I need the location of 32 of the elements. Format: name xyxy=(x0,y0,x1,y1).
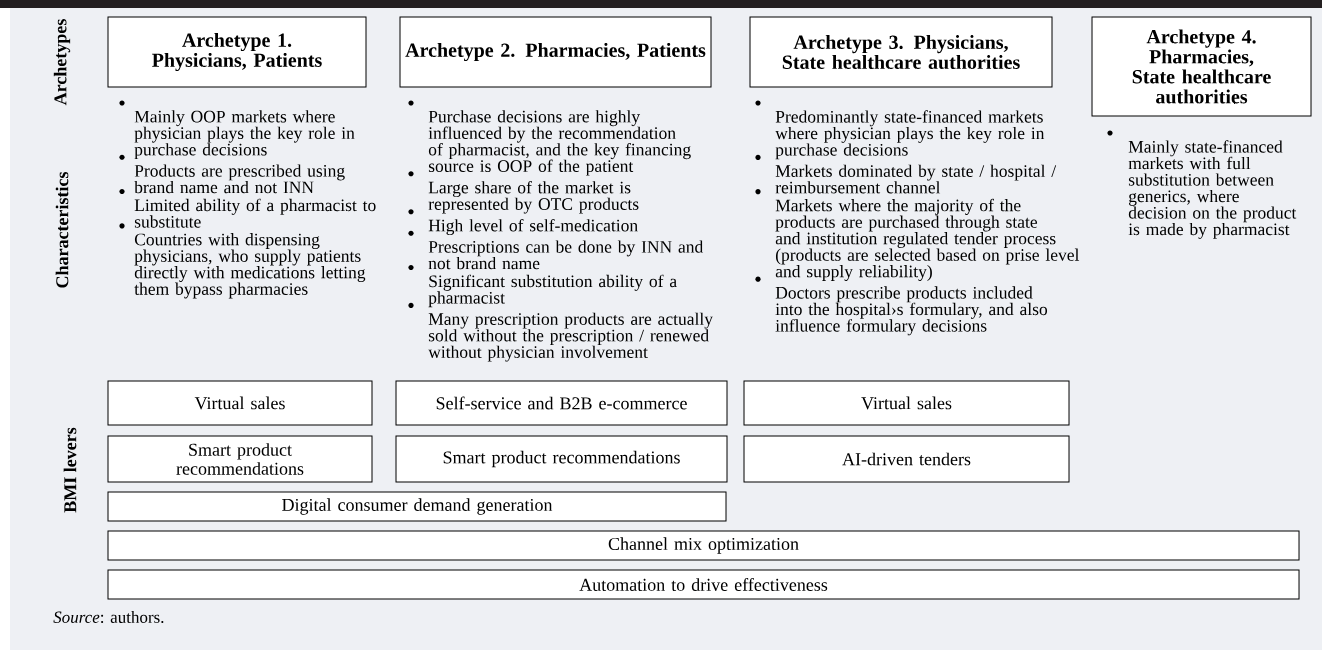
archetype-box: Archetype 1. Physicians, Patients xyxy=(107,16,367,88)
bullet-point: Predominantly state-financed markets where physician plays the key role in purchase decisions xyxy=(775,110,1045,160)
bullet-point: Markets dominated by state / hospital / reimbursement channel xyxy=(775,164,1057,194)
bullet-point: Mainly OOP markets where physician plays the key role in purchase decisions xyxy=(134,110,355,160)
lever-box: Smart product recommendations xyxy=(107,435,373,483)
bullet-point: Markets where the majority of the products are purchased through state and institution regulated tender process (products are selected based on prise level and supply reliability) xyxy=(775,198,1080,281)
lever-box: Channel mix optimization xyxy=(107,530,1300,561)
lever-box: Virtual sales xyxy=(743,380,1070,426)
bullet-point: Mainly state-financed markets with full substitution between generics, where decision on the product is made by pharmacist xyxy=(1128,140,1297,239)
row-heading: Archetypes xyxy=(53,19,71,106)
bullet-point: Countries with dispensing physicians, who supply patients directly with medications letting them bypass pharmacies xyxy=(134,233,366,299)
bullet-point: High level of self-medication xyxy=(428,218,638,236)
bullet-point: Purchase decisions are highly influenced by the recommendation of pharmacist, and the key financing source is OOP of the patient xyxy=(428,110,691,176)
bullet-point: Limited ability of a pharmacist to substitute xyxy=(134,198,376,228)
lever-box: Virtual sales xyxy=(107,380,373,426)
archetype-box: Archetype 2. Pharmacies, Patients xyxy=(399,16,712,88)
lever-box: Automation to drive effectiveness xyxy=(107,569,1300,600)
bullet-point: Products are prescribed using brand name and not INN xyxy=(134,164,345,194)
lever-box: Smart product recommendations xyxy=(395,435,728,483)
bullet-point: Many prescription products are actually sold without the prescription / renewed without physician involvement xyxy=(428,312,713,362)
archetype-box: Archetype 4. Pharmacies, State healthcare authorities xyxy=(1091,16,1312,117)
lever-box: AI-driven tenders xyxy=(743,435,1070,483)
lever-box: Self-service and B2B e-commerce xyxy=(395,380,728,426)
bullet-point: Doctors prescribe products included into the hospital›s formulary, and also influence formulary decisions xyxy=(775,286,1048,336)
archetype-box: Archetype 3. Physicians, State healthcare authorities xyxy=(749,16,1053,88)
lever-box: Digital consumer demand generation xyxy=(107,491,727,522)
bullet-point: Prescriptions can be done by INN and not brand name xyxy=(428,240,704,270)
row-heading: BMI levers xyxy=(63,427,77,513)
bullet-point: Significant substitution ability of a pharmacist xyxy=(428,274,677,308)
source-note: Source: authors. xyxy=(53,611,164,623)
row-heading: Characteristics xyxy=(55,171,69,288)
bullet-point: Large share of the market is represented by OTC products xyxy=(428,180,639,214)
